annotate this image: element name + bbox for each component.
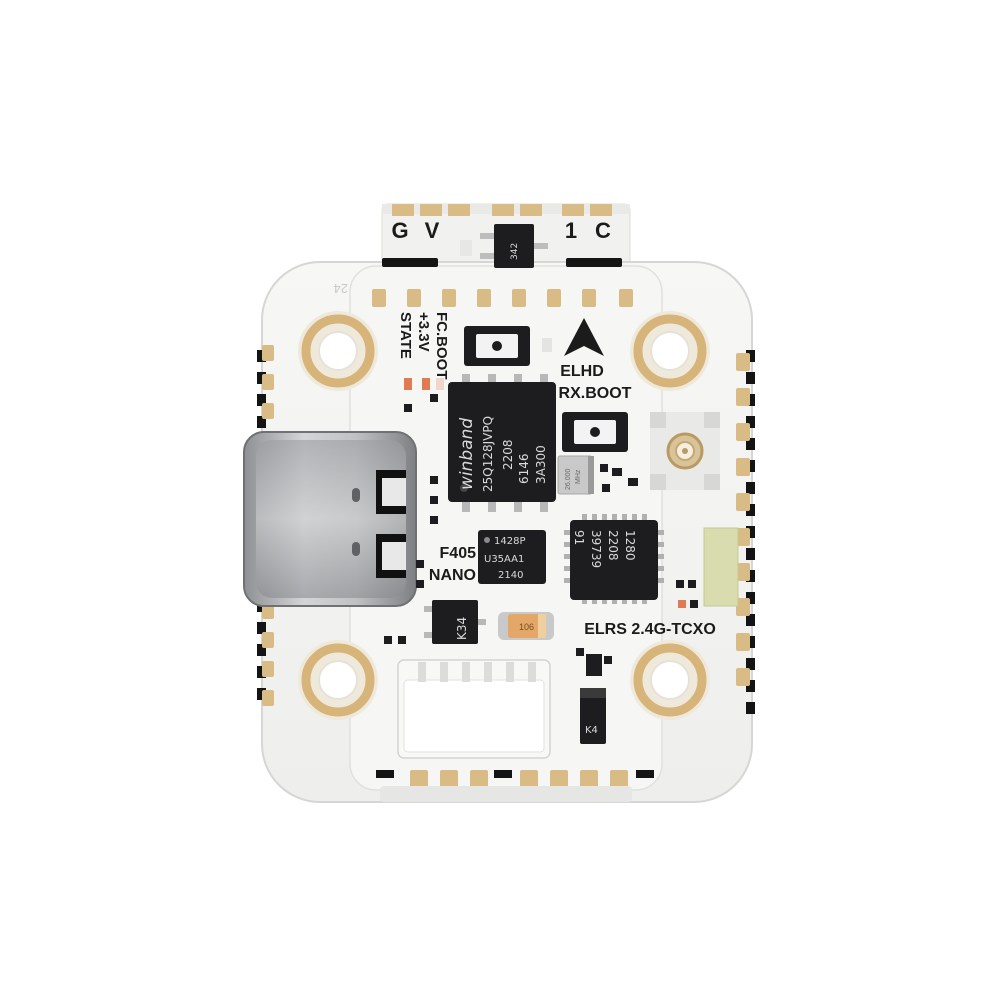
arrow-icon [564, 318, 604, 356]
header-bars [382, 258, 622, 267]
crystal-oscillator: 26.000 MHz [557, 455, 594, 495]
mounting-hole-bottom-left [298, 640, 378, 720]
led-labels: FC.BOOT +3.3V STATE [397, 312, 450, 380]
rx-mcu-code-4: 91 [572, 530, 586, 545]
tantalum-capacitor: 106 [498, 612, 554, 640]
label-nano: NANO [429, 567, 476, 584]
corner-silk-mark: 24 [334, 281, 348, 296]
diode-code: K4 [585, 725, 598, 736]
top-pad-row [372, 289, 633, 307]
top-transistor: 342 [480, 224, 548, 268]
flash-brand: winband [457, 418, 477, 490]
crystal-freq: 26.000 [565, 468, 572, 490]
rx-mcu-code-1: 1280 [623, 530, 637, 561]
flash-date: 2208 [501, 439, 515, 470]
rx-boot-button [562, 412, 628, 452]
imu-code-1: 1428P [494, 536, 525, 547]
pin-label-v: V [425, 218, 440, 243]
smd-dot [688, 580, 696, 588]
mounting-holes [298, 311, 710, 720]
antenna-connector [650, 412, 720, 490]
label-f405: F405 [440, 545, 477, 562]
pin-label-c: C [595, 218, 611, 243]
rx-mcu-code-2: 2208 [606, 530, 620, 561]
imu-code-2: U35AA1 [484, 554, 524, 565]
bottom-notches [376, 770, 654, 778]
fc-boot-button [464, 326, 552, 366]
diode: K4 [580, 688, 606, 744]
smd-dot [602, 484, 610, 492]
capacitor-code: 106 [519, 622, 534, 632]
smd-dot [628, 478, 638, 486]
flash-chip: winband 25Q128JVPQ 2208 6146 3A300 [448, 374, 556, 512]
rx-mcu-code-3: 39739 [589, 530, 603, 568]
regulator-chip: K34 [424, 600, 486, 644]
usb-c-port [243, 431, 417, 607]
imu-code-3: 2140 [498, 570, 523, 581]
top-resistor [460, 240, 472, 256]
imu-chip: 1428P U35AA1 2140 [478, 530, 546, 584]
mounting-hole-top-right [630, 311, 710, 391]
label-3v3: +3.3V [415, 312, 432, 352]
flash-part: 25Q128JVPQ [481, 416, 495, 492]
label-elrs: ELRS 2.4G-TCXO [584, 621, 716, 638]
smd-dot [676, 580, 684, 588]
smd-dot [600, 464, 608, 472]
jst-connector [397, 659, 551, 759]
rx-led [678, 600, 686, 608]
flash-code: 3A300 [534, 445, 548, 484]
top-transistor-code: 342 [510, 243, 520, 260]
smd-parts-mid [384, 636, 612, 676]
smd-dot [612, 468, 622, 476]
crystal-unit: MHz [575, 469, 582, 484]
antenna-solder-pad [703, 527, 739, 607]
bottom-edge [380, 786, 632, 802]
usb-side-parts [416, 476, 438, 588]
status-leds [404, 378, 444, 412]
receiver-mcu-chip: 1280 2208 39739 91 [564, 514, 664, 604]
smd-dot [690, 600, 698, 608]
label-elhd: ELHD [560, 363, 604, 380]
pin-label-g: G [391, 218, 408, 243]
label-rx-boot: RX.BOOT [559, 385, 632, 402]
top-pin-labels: G V 1 C [391, 218, 611, 243]
mounting-hole-bottom-right [630, 640, 710, 720]
label-fc-boot: FC.BOOT [433, 312, 450, 380]
flash-lot: 6146 [517, 453, 531, 484]
regulator-code: K34 [455, 617, 469, 640]
mounting-hole-top-left [298, 311, 378, 391]
label-state: STATE [397, 312, 414, 359]
pin-label-1: 1 [565, 218, 577, 243]
